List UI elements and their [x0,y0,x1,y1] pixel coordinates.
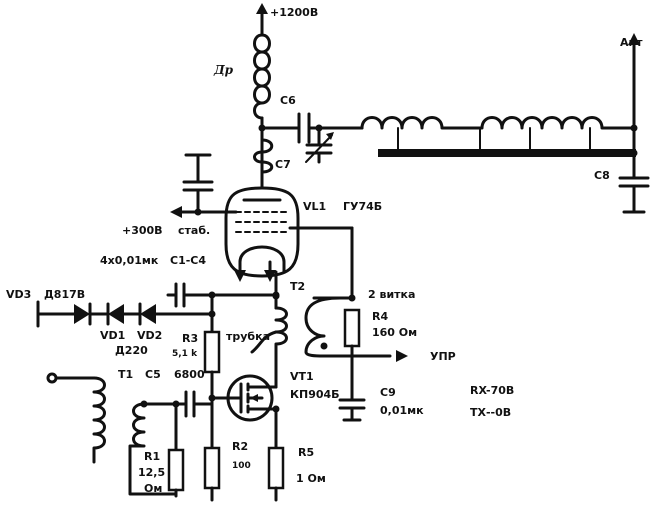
label-choke: Др [213,63,234,77]
label-vt1: VT1 [290,370,314,383]
vt1-transistor [208,360,280,450]
r5-resistor [267,446,285,502]
label-vt1-type: КП904Б [290,388,340,401]
label-tube-word: трубка [226,330,270,343]
label-r1: R1 [144,450,160,463]
label-antenna: Ант [620,36,643,49]
c1-c4-capacitors [166,282,280,308]
label-vd2: VD2 [137,329,162,342]
label-c8: С8 [594,169,610,182]
label-upr: УПР [430,350,456,363]
label-r1-val-b: Ом [144,482,162,495]
label-c9: С9 [380,386,396,399]
r4-resistor [343,308,361,402]
label-r4-val: 160 Ом [372,326,417,339]
label-r1-val-a: 12,5 [138,466,165,479]
label-r2: R2 [232,440,248,453]
band-switch-bar [378,149,636,157]
label-t2: Т2 [290,280,305,293]
label-c5: С5 [145,368,161,381]
choke-coil [253,33,271,120]
label-tx: ТХ--0В [470,406,511,419]
label-r3-val: 5,1 k [172,349,198,359]
label-vl1: VL1 [303,200,326,213]
label-turns: 2 витка [368,288,415,301]
c9-capacitor [338,398,366,422]
label-vd3-type: Д817В [44,288,85,301]
r3-resistor [203,330,221,450]
label-stab: стаб. [178,224,210,237]
screen-supply-wire [170,206,238,218]
screen-bypass-capacitor [182,153,214,214]
diode-chain [36,300,216,328]
c5-capacitor [142,390,214,418]
hv-supply-terminal [256,3,268,37]
label-r3: R3 [182,332,198,345]
vl1-tube [224,186,300,282]
label-rx: RX-70В [470,384,514,397]
c8-capacitor [618,176,650,214]
t1-input-coil [46,372,106,464]
label-r5: R5 [298,446,314,459]
label-vd1: VD1 [100,329,125,342]
label-r5-val: 1 Ом [296,472,326,485]
c7-variable-capacitor [305,126,334,164]
label-t1: Т1 [118,368,133,381]
label-c1c4: С1-С4 [170,254,206,267]
label-caps-count: 4х0,01мк [100,254,159,267]
label-vd12-type: Д220 [115,344,148,357]
r2-resistor [203,446,221,502]
label-c5-val: 6800 [174,368,205,381]
pi-filter-coil [360,116,636,153]
label-r2-val: 100 [232,461,251,471]
label-vd3: VD3 [6,288,31,301]
anode-feed-coil [253,138,274,174]
r1-resistor [167,402,185,498]
label-tube-type: ГУ74Б [343,200,382,213]
t2-secondary [304,294,408,362]
label-supply-300: +300В [122,224,163,237]
label-r4: R4 [372,310,388,323]
label-supply-hv: +1200В [270,6,318,19]
label-c6: С6 [280,94,296,107]
antenna-terminal [628,33,640,180]
label-c9-val: 0,01мк [380,404,424,417]
t2-cathode-coil [250,292,288,364]
label-c7: С7 [275,158,291,171]
